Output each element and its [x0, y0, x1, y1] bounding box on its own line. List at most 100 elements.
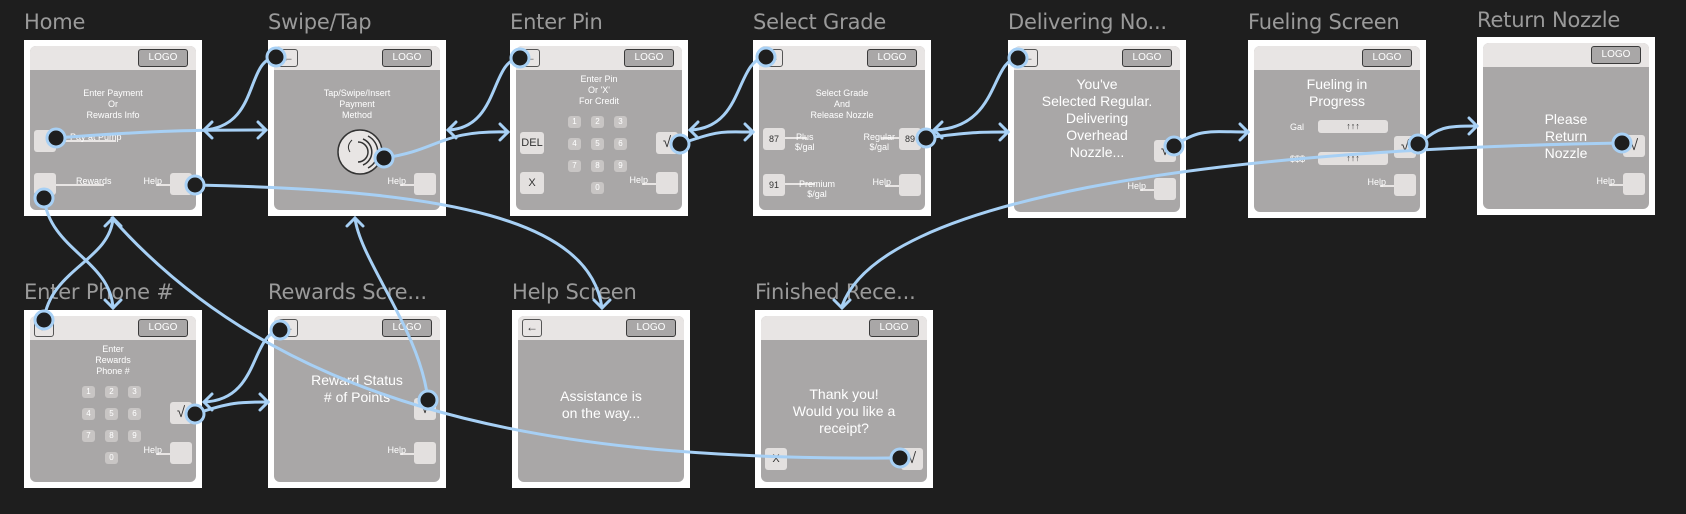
frame-title-swipe: Swipe/Tap — [268, 10, 372, 34]
keypad-key[interactable]: 6 — [128, 408, 141, 420]
connection-rewards-back-to-phone — [202, 328, 282, 404]
screen: ← LOGO Select Grade And Release Nozzle 8… — [759, 46, 925, 210]
frame-grade[interactable]: ← LOGO Select Grade And Release Nozzle 8… — [753, 40, 931, 216]
premium-grade-button[interactable]: 91 — [763, 174, 785, 196]
connection-handle[interactable] — [265, 46, 287, 68]
message: Please Return Nozzle — [1544, 111, 1588, 161]
keypad-key[interactable]: 6 — [614, 138, 627, 150]
connection-delivering-back-to-grade — [932, 56, 1020, 132]
connection-handle[interactable] — [1407, 133, 1429, 155]
option-line — [785, 183, 815, 185]
connection-handle[interactable] — [373, 147, 395, 169]
pay-at-pump-label: Pay at Pump — [70, 132, 122, 142]
connection-handle[interactable] — [184, 174, 206, 196]
connection-handle[interactable] — [1611, 132, 1633, 154]
keypad-key[interactable]: 0 — [591, 182, 604, 194]
frame-title-grade: Select Grade — [753, 10, 887, 34]
frame-pin[interactable]: ← LOGO Enter Pin Or 'X' For Credit 1 2 3… — [510, 40, 688, 216]
frame-fueling[interactable]: LOGO Fueling in Progress Gal ↑↑↑ $$$ ↑↑↑… — [1248, 40, 1426, 218]
help-label: Help — [387, 176, 406, 186]
keypad-key[interactable]: 5 — [105, 408, 118, 420]
help-button[interactable] — [656, 172, 678, 194]
frame-swipe[interactable]: ← LOGO Tap/Swipe/Insert Payment Method H… — [268, 40, 446, 216]
connection-swipe-back-to-home — [202, 55, 278, 132]
delete-button[interactable]: DEL — [520, 132, 544, 154]
keypad-key[interactable]: 4 — [82, 408, 95, 420]
keypad-key[interactable]: 7 — [568, 160, 581, 172]
frame-delivering[interactable]: ← LOGO You've Selected Regular. Deliveri… — [1008, 40, 1186, 218]
help-button[interactable] — [1623, 173, 1645, 195]
help-button[interactable] — [1394, 174, 1416, 196]
keypad-key[interactable]: 8 — [105, 430, 118, 442]
keypad-key[interactable]: 9 — [614, 160, 627, 172]
keypad-key[interactable]: 4 — [568, 138, 581, 150]
frame-title-home: Home — [24, 10, 86, 34]
screen: ← LOGO Enter Pin Or 'X' For Credit 1 2 3… — [516, 46, 682, 210]
keypad-key[interactable]: 8 — [591, 160, 604, 172]
keypad-key[interactable]: 1 — [82, 386, 95, 398]
credit-x-button[interactable]: X — [520, 172, 544, 194]
keypad-key[interactable]: 7 — [82, 430, 95, 442]
keypad-key[interactable]: 3 — [128, 386, 141, 398]
frame-phone[interactable]: ← LOGO Enter Rewards Phone # 1 2 3 4 5 6… — [24, 310, 202, 488]
screen: ← LOGO Assistance is on the way... — [518, 316, 684, 482]
keypad-key[interactable]: 0 — [105, 452, 118, 464]
frame-title-delivering: Delivering No... — [1008, 10, 1167, 34]
screen: ← LOGO Tap/Swipe/Insert Payment Method H… — [274, 46, 440, 210]
contactless-payment-icon — [337, 129, 383, 175]
logo: LOGO — [138, 49, 188, 67]
keypad-key[interactable]: 1 — [568, 116, 581, 128]
screen: ← LOGO You've Selected Regular. Deliveri… — [1014, 46, 1180, 212]
connection-handle[interactable] — [269, 319, 291, 341]
connection-handle[interactable] — [184, 403, 206, 425]
option-line — [400, 184, 414, 186]
keypad-key[interactable]: 9 — [128, 430, 141, 442]
connection-delivering-to-fueling — [1172, 130, 1250, 148]
keypad-key[interactable]: 3 — [614, 116, 627, 128]
connection-handle[interactable] — [889, 447, 911, 469]
plus-grade-button[interactable]: 87 — [763, 128, 785, 150]
connection-handle[interactable] — [509, 47, 531, 69]
frame-rewards[interactable]: ← LOGO Reward Status # of Points √ Help — [268, 310, 446, 488]
help-label: Help — [1127, 181, 1146, 191]
help-button[interactable] — [899, 174, 921, 196]
option-line — [56, 140, 116, 142]
frame-help[interactable]: ← LOGO Assistance is on the way... — [512, 310, 690, 488]
screen: LOGO Please Return Nozzle √ Help — [1483, 43, 1649, 209]
back-arrow-icon[interactable]: ← — [522, 319, 542, 337]
message: You've Selected Regular. Delivering Over… — [1041, 76, 1153, 160]
frame-title-rewards: Rewards Scre... — [268, 280, 427, 304]
keypad-key[interactable]: 2 — [591, 116, 604, 128]
option-line — [156, 453, 170, 455]
gallons-label: Gal — [1290, 122, 1305, 132]
connection-handle[interactable] — [1007, 47, 1029, 69]
frame-return[interactable]: LOGO Please Return Nozzle √ Help — [1477, 37, 1655, 215]
help-button[interactable] — [414, 442, 436, 464]
help-button[interactable] — [1154, 178, 1176, 200]
top-bar: ← LOGO — [518, 316, 684, 340]
connection-handle[interactable] — [915, 127, 937, 149]
connection-handle[interactable] — [669, 133, 691, 155]
connection-handle[interactable] — [33, 187, 55, 209]
regular-grade-button[interactable]: 89 — [899, 128, 921, 150]
keypad-key[interactable]: 5 — [591, 138, 604, 150]
connection-handle[interactable] — [755, 46, 777, 68]
logo: LOGO — [1362, 49, 1412, 67]
connection-handle[interactable] — [1163, 135, 1185, 157]
option-line — [1140, 189, 1154, 191]
top-bar: LOGO — [30, 46, 196, 70]
connection-handle[interactable] — [417, 389, 439, 411]
logo: LOGO — [869, 319, 919, 337]
connection-handle[interactable] — [33, 309, 55, 331]
help-button[interactable] — [170, 442, 192, 464]
frame-title-help: Help Screen — [512, 280, 637, 304]
message: Assistance is on the way... — [560, 388, 642, 421]
connection-handle[interactable] — [45, 127, 67, 149]
help-label: Help — [387, 445, 406, 455]
no-receipt-x-button[interactable]: X — [765, 448, 787, 470]
help-button[interactable] — [414, 173, 436, 195]
option-line — [56, 184, 104, 186]
message: Enter Pin Or 'X' For Credit — [578, 74, 619, 106]
keypad-key[interactable]: 2 — [105, 386, 118, 398]
